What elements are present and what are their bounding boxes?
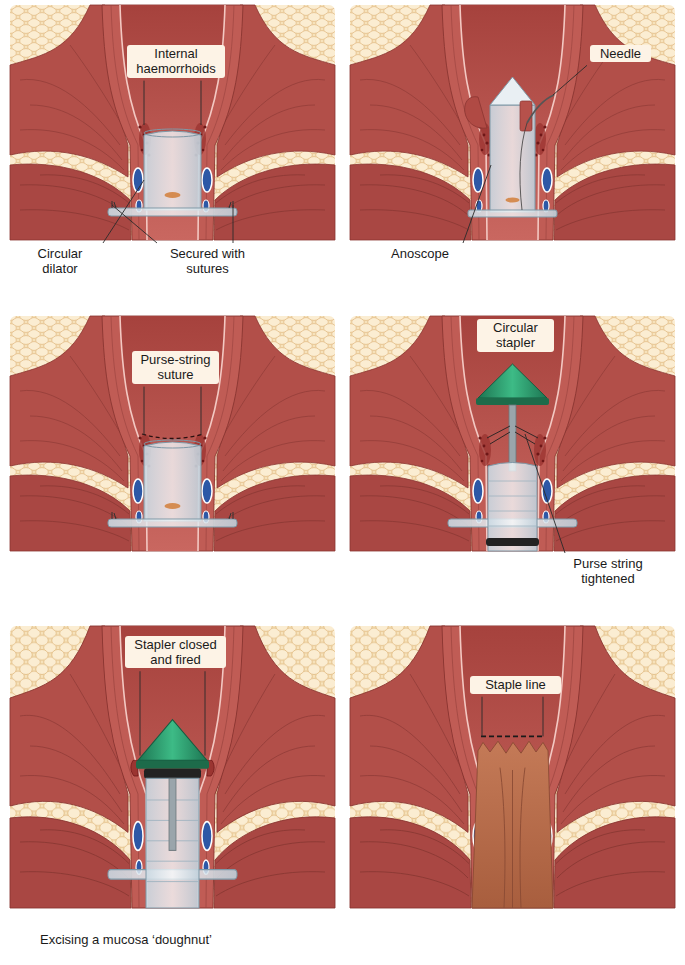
anoscope-flange [468,210,557,217]
leader-line [140,671,141,755]
stapler-markings [488,481,537,526]
anatomy [350,316,675,551]
needle [527,95,554,123]
leader-line [144,387,145,435]
callout-label: Excising a mucosa ‘doughnut’ [40,932,300,947]
panel [10,5,335,240]
callout-label: Secured with sutures [160,246,255,277]
leader-line [144,81,145,125]
suture-thread [520,123,527,210]
leader-line [463,165,491,243]
callout-label: Purse string tightened [568,556,648,587]
callout-label: Purse-string suture [132,351,219,384]
panel [10,626,335,908]
stapler-anvil-base [476,398,549,405]
callout-label: Circular stapler [477,319,554,352]
circular-dilator [108,440,237,527]
stapler-anvil [138,720,207,761]
stapler-shaft [169,778,176,850]
callout-label: Stapler closed and fired [125,636,226,669]
leader-line [201,387,202,435]
leader-line [103,180,144,243]
leader-line [553,65,587,95]
callout-label: Staple line [470,676,561,693]
stapler-collar [486,538,539,546]
anatomy [10,5,335,240]
leader-line [112,205,157,243]
callout-label: Circular dilator [20,246,100,277]
anatomy [10,316,335,551]
panel [350,316,675,551]
prolapsed-mucosa [465,97,487,128]
anoscope-ring [506,197,520,202]
stapler-collar [144,769,201,779]
callout-label: Needle [590,45,651,62]
stapler-body [146,778,199,908]
leader-line [233,205,234,243]
anatomy [10,626,335,908]
anatomy [350,5,675,240]
callout-label: Anoscope [380,246,460,261]
leader-line [482,697,483,737]
leader-line [525,434,565,553]
stapler-shaft [509,405,516,471]
stapler-body [488,463,537,552]
purse-string-threads [487,426,538,444]
leader-line [543,697,544,737]
panel [350,626,675,908]
callout-label: Internal haemorrhoids [127,45,225,78]
leader-line [205,671,206,755]
anal-canal [472,741,553,908]
circular-dilator [108,129,237,216]
staple-line [481,735,544,737]
stapler-anvil-base [136,760,209,768]
canal-folds [500,768,525,908]
stapler-anvil [478,364,547,398]
leader-line [201,81,202,125]
anatomy [350,626,675,908]
panel [10,316,335,551]
panel [350,5,675,240]
purse-string-suture [142,434,203,439]
